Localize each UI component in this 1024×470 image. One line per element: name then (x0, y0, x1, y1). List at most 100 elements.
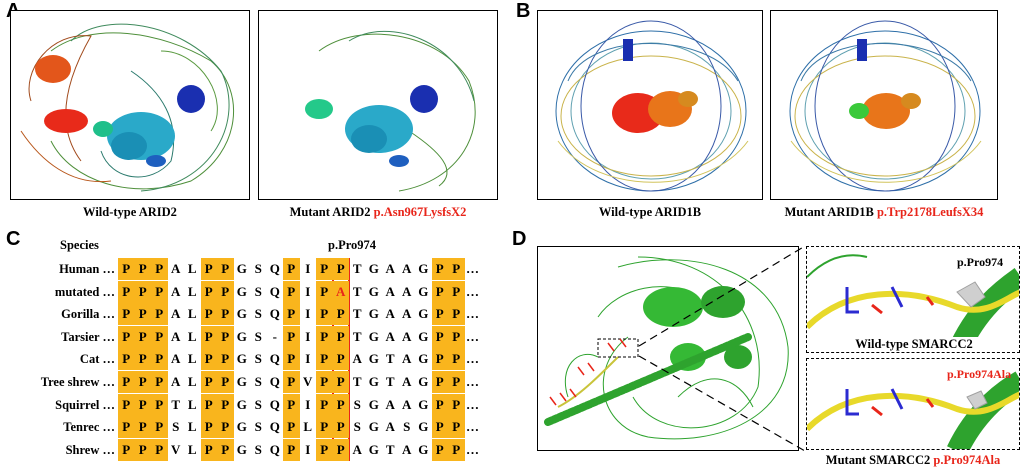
residue: S (254, 396, 262, 412)
residue: P (118, 371, 135, 393)
residue: L (187, 419, 197, 435)
residue: Q (269, 306, 280, 322)
residue: A (385, 328, 395, 344)
arid1b-mutation-label: p.Trp2178LeufsX34 (876, 205, 984, 219)
residue: S (254, 374, 262, 389)
species-name: Tarsier … (61, 329, 115, 344)
arid1b-mutant-image (789, 20, 982, 192)
residue: A (385, 283, 395, 299)
residue: G (236, 374, 247, 389)
residue: G (236, 261, 247, 276)
smarcc2-mutant-caption: Mutant SMARCC2 p.Pro974Ala (806, 453, 1020, 468)
residue: P (431, 258, 448, 280)
residue: P (217, 371, 234, 393)
arid2-wildtype-structure (10, 10, 250, 200)
species-name: Cat … (79, 352, 115, 367)
residue: P (431, 325, 448, 348)
panel-c-letter: C (6, 228, 21, 250)
residue: I (305, 396, 311, 412)
residue: P (448, 416, 465, 439)
residue: P (283, 258, 300, 280)
residue: P (217, 303, 234, 326)
residue: P (134, 303, 151, 326)
residue: A (332, 280, 349, 303)
residue: P (200, 258, 217, 280)
residue: G (368, 328, 379, 344)
residue: A (402, 374, 412, 389)
residue: Q (269, 261, 280, 276)
residue: P (217, 325, 234, 348)
arid1b-mutant-caption: Mutant ARID1B p.Trp2178LeufsX34 (770, 205, 998, 220)
residue: L (187, 441, 197, 457)
residue: P (151, 348, 168, 371)
residue: S (254, 283, 262, 299)
residue: Q (269, 283, 280, 299)
residue: G (418, 419, 429, 435)
residue: G (368, 441, 379, 457)
residue: P (217, 258, 234, 280)
residue: L (187, 261, 197, 276)
wildtype-site-label: p.Pro974 (957, 255, 1004, 269)
mutant-zoom-box: p.Pro974Ala (806, 358, 1020, 450)
arid1b-wildtype-structure (537, 10, 763, 200)
panel-d-letter: D (512, 228, 527, 250)
residue: A (385, 396, 395, 412)
residue: P (431, 280, 448, 303)
residue: V (171, 441, 181, 457)
residue: P (431, 416, 448, 439)
residue: S (403, 419, 411, 435)
residue: P (134, 438, 151, 461)
site-label: p.Pro974 (328, 238, 377, 252)
residue: P (316, 258, 333, 280)
residue: G (236, 306, 247, 322)
residue: P (151, 393, 168, 416)
residue: A (171, 374, 181, 389)
species-name: mutated … (54, 284, 115, 299)
zoom-connector-lines (638, 245, 806, 452)
residue: P (151, 280, 168, 303)
residue: P (448, 438, 465, 461)
residue: P (118, 393, 135, 416)
species-name: Tenrec … (63, 420, 115, 435)
residue: G (236, 351, 247, 367)
residue: P (332, 393, 349, 416)
residue: A (171, 306, 181, 322)
residue: P (431, 393, 448, 416)
residue: A (171, 261, 181, 276)
residue: G (236, 441, 247, 457)
residue: P (151, 325, 168, 348)
sequence-ellipsis: … (466, 328, 479, 344)
sequence-ellipsis: … (466, 396, 479, 412)
arid2-mutant-label: Mutant ARID2 (289, 205, 371, 219)
residue: G (368, 261, 379, 276)
arid2-mutant-image (305, 30, 476, 192)
residue: T (385, 441, 395, 457)
residue: P (448, 393, 465, 416)
residue: P (200, 416, 217, 439)
residue: P (316, 371, 333, 393)
residue: T (171, 396, 181, 412)
residue: P (431, 438, 448, 461)
residue: A (171, 351, 181, 367)
residue: G (236, 283, 247, 299)
residue: G (368, 396, 379, 412)
residue: P (200, 303, 217, 326)
residue: Q (269, 441, 280, 457)
residue: P (134, 416, 151, 439)
residue: Q (269, 351, 280, 367)
residue: P (283, 416, 300, 439)
residue: P (134, 280, 151, 303)
residue: P (283, 393, 300, 416)
residue: P (316, 348, 333, 371)
residue: P (118, 258, 135, 280)
residue: P (151, 416, 168, 439)
residue: P (448, 258, 465, 280)
residue: L (187, 306, 197, 322)
residue: Q (269, 419, 280, 435)
residue: P (134, 258, 151, 280)
residue: G (236, 328, 247, 344)
residue: P (448, 303, 465, 326)
